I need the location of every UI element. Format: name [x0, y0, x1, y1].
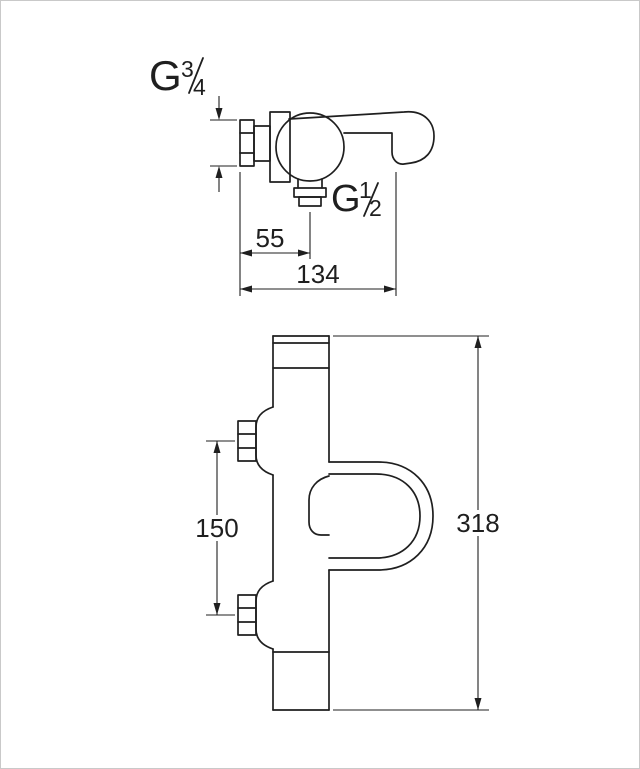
thread-end [239, 119, 255, 167]
dim-150-value: 150 [195, 513, 238, 543]
holder-inner-curve [328, 473, 421, 559]
holder-curve [308, 461, 434, 571]
dim-text-mask [451, 510, 505, 536]
dim-connection-spacing: 150 [190, 440, 244, 616]
side-view [239, 111, 435, 207]
thread-top-denominator: 4 [193, 74, 206, 100]
dim-134-value: 134 [296, 259, 339, 289]
dim-outlet-offset: 55 [239, 172, 311, 296]
arrowhead-right [384, 285, 396, 293]
thread-top-prefix: G [149, 52, 182, 99]
arrowhead-up [215, 166, 223, 178]
arrowhead-left [240, 285, 252, 293]
body-column [272, 335, 330, 711]
shower-outlet [293, 178, 327, 207]
supply-fitting [239, 119, 271, 167]
arrowhead-down [213, 603, 221, 615]
holder-outer-curve [328, 461, 434, 571]
lower-union-nut [237, 594, 257, 636]
thread-outlet-denominator: 2 [369, 195, 382, 221]
thread-outlet-label: G 1 2 [331, 177, 382, 221]
dim-projection: 134 [240, 172, 397, 296]
wall-body-plate [269, 111, 291, 183]
holder-hook-curve [308, 475, 330, 536]
lower-flare [255, 580, 274, 650]
thread-outlet-prefix: G [331, 178, 361, 220]
dim-overall-height: 318 [333, 335, 505, 711]
upper-flare [255, 406, 274, 476]
lever-handle [288, 111, 435, 165]
arrowhead-right [298, 249, 310, 257]
upper-union-nut [237, 420, 257, 462]
arrowhead-down [215, 108, 223, 120]
union-nut-side [253, 125, 271, 162]
thread-outlet-numerator: 1 [359, 177, 372, 203]
thread-top-label: G 3 4 [149, 52, 206, 100]
fraction-slash-icon [188, 57, 204, 94]
dim-text-mask [190, 515, 244, 541]
outlet-nipple [298, 196, 322, 207]
thread-top-numerator: 3 [181, 56, 194, 82]
fraction-slash-icon [363, 182, 379, 217]
arrowhead-down [474, 698, 482, 710]
dim-55-value: 55 [256, 223, 285, 253]
front-view [237, 335, 434, 711]
arrowhead-left [240, 249, 252, 257]
arrowhead-up [213, 441, 221, 453]
dim-thread-top: G 3 4 [149, 52, 237, 192]
lower-connection [237, 580, 274, 650]
upper-connection [237, 406, 274, 476]
arrowhead-up [474, 336, 482, 348]
thermostat-cap-circle [275, 112, 345, 182]
outlet-flange [293, 187, 327, 198]
dim-318-value: 318 [456, 508, 499, 538]
